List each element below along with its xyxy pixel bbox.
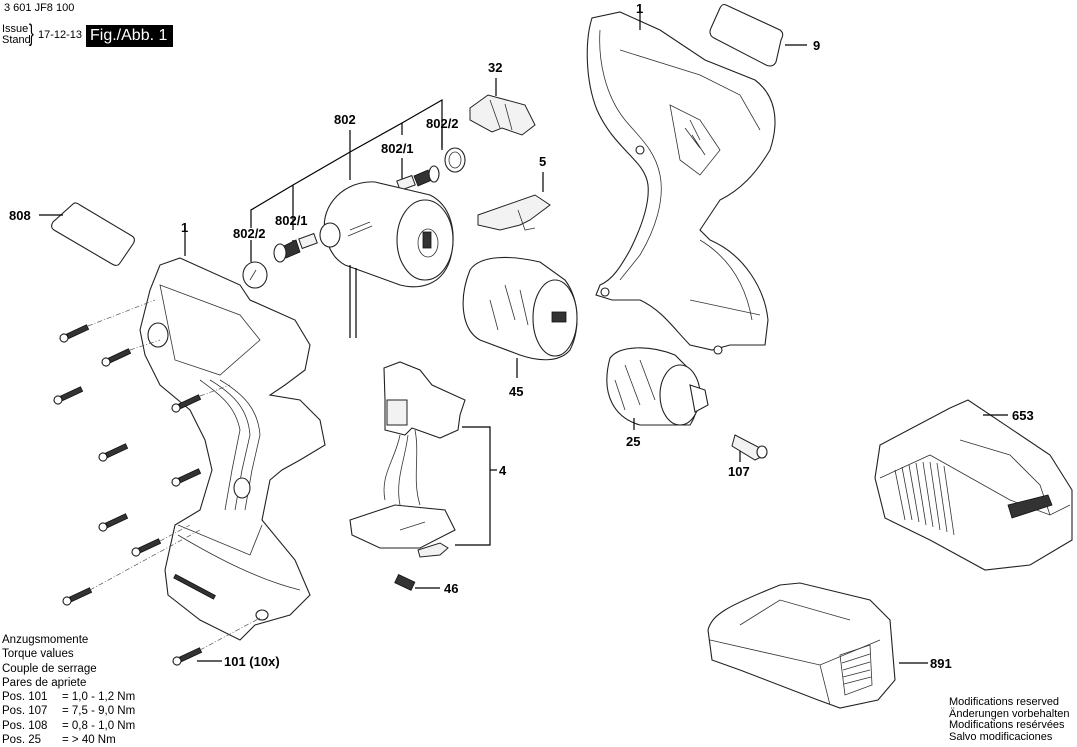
torque-value: = > 40 Nm <box>62 734 116 747</box>
label-4: 4 <box>499 463 507 478</box>
brace: } <box>29 20 34 47</box>
label-653: 653 <box>1012 408 1034 423</box>
screw <box>172 647 203 666</box>
torque-pos: Pos. 25 <box>2 734 41 747</box>
label-107: 107 <box>728 464 750 479</box>
gearbox-45-part[interactable] <box>462 256 578 361</box>
torque-pos: Pos. 107 <box>2 705 48 718</box>
chuck-screw-107-part[interactable] <box>731 434 768 461</box>
brush-left-part[interactable] <box>273 232 318 263</box>
torque-title-fr: Couple de serrage <box>2 662 97 675</box>
label-housing-left: 1 <box>181 220 188 235</box>
issue-date: 17-12-13 <box>38 29 83 41</box>
label-802-2-left: 802/2 <box>233 226 266 241</box>
screw <box>98 443 129 462</box>
bracket-4 <box>455 426 491 546</box>
switch-4-part[interactable] <box>349 361 466 558</box>
screw <box>59 324 90 343</box>
modifications-de: Änderungen vorbehalten <box>949 707 1070 720</box>
torque-row: Pos. 108 = 0,8 - 1,0 Nm <box>2 719 135 733</box>
direction-slide-5-part[interactable] <box>477 194 551 231</box>
torque-value: = 0,8 - 1,0 Nm <box>62 719 136 732</box>
torque-row: Pos. 107 = 7,5 - 9,0 Nm <box>2 704 135 718</box>
spring-46-part[interactable] <box>394 574 416 591</box>
label-802-1-left: 802/1 <box>275 213 308 228</box>
housing-left-part[interactable] <box>139 257 326 641</box>
issue-label-de: Stand <box>2 34 31 46</box>
torque-row: Pos. 25 = > 40 Nm <box>2 733 135 747</box>
switch-slider-32-part[interactable] <box>469 94 536 136</box>
modifications-es: Salvo modificaciones <box>949 730 1053 743</box>
torque-value: = 7,5 - 9,0 Nm <box>62 705 136 718</box>
battery-891-part[interactable] <box>707 582 896 709</box>
cap-right-part[interactable] <box>444 147 466 173</box>
sticker-808-part[interactable] <box>51 202 135 266</box>
screw <box>131 538 162 557</box>
part-number: 3 601 JF8 100 <box>4 2 75 14</box>
figure-label: Fig./Abb. 1 <box>86 25 174 47</box>
torque-title-en: Torque values <box>2 648 74 661</box>
screw <box>62 587 93 606</box>
screw <box>171 394 202 413</box>
screw <box>171 468 202 487</box>
label-5: 5 <box>539 154 546 169</box>
issue-label-en: Issue <box>2 23 29 35</box>
screw <box>98 513 129 532</box>
screw <box>101 348 132 367</box>
housing-right-part[interactable] <box>586 11 776 355</box>
label-808: 808 <box>9 208 31 223</box>
label-802: 802 <box>334 112 356 127</box>
label-802-1-right: 802/1 <box>381 141 414 156</box>
torque-pos: Pos. 101 <box>2 691 48 704</box>
motor-bracket-lines <box>250 98 443 262</box>
cap-left-part[interactable] <box>242 261 268 289</box>
label-46: 46 <box>444 581 458 596</box>
screw <box>53 386 84 405</box>
label-101: 101 (10x) <box>224 654 280 669</box>
charger-653-part[interactable] <box>874 399 1073 571</box>
torque-title-es: Pares de apriete <box>2 676 87 689</box>
torque-row: Pos. 101 = 1,0 - 1,2 Nm <box>2 690 135 704</box>
sticker-9-part[interactable] <box>709 3 784 67</box>
modifications-en: Modifications reserved <box>949 696 1060 708</box>
label-25: 25 <box>626 434 640 449</box>
issue-label: Issue Stand <box>2 24 31 46</box>
motor-part[interactable] <box>319 181 454 338</box>
modifications-notice: Modifications reserved Änderungen vorbeh… <box>949 696 1070 743</box>
label-housing-right: 1 <box>636 1 643 16</box>
torque-values-block: Anzugsmomente Torque values Couple de se… <box>2 633 135 747</box>
modifications-fr: Modifications resérvées <box>949 719 1065 732</box>
torque-pos: Pos. 108 <box>2 719 48 732</box>
label-891: 891 <box>930 656 952 671</box>
label-32: 32 <box>488 60 502 75</box>
assembly-dash-lines <box>87 299 261 651</box>
torque-value: = 1,0 - 1,2 Nm <box>62 691 136 704</box>
torque-title-de: Anzugsmomente <box>2 634 89 646</box>
label-802-2-right: 802/2 <box>426 116 459 131</box>
brush-right-part[interactable] <box>396 165 440 192</box>
screws-101-group[interactable] <box>53 323 203 666</box>
chuck-25-part[interactable] <box>606 347 709 426</box>
label-sticker-9: 9 <box>813 38 820 53</box>
label-45: 45 <box>509 384 523 399</box>
